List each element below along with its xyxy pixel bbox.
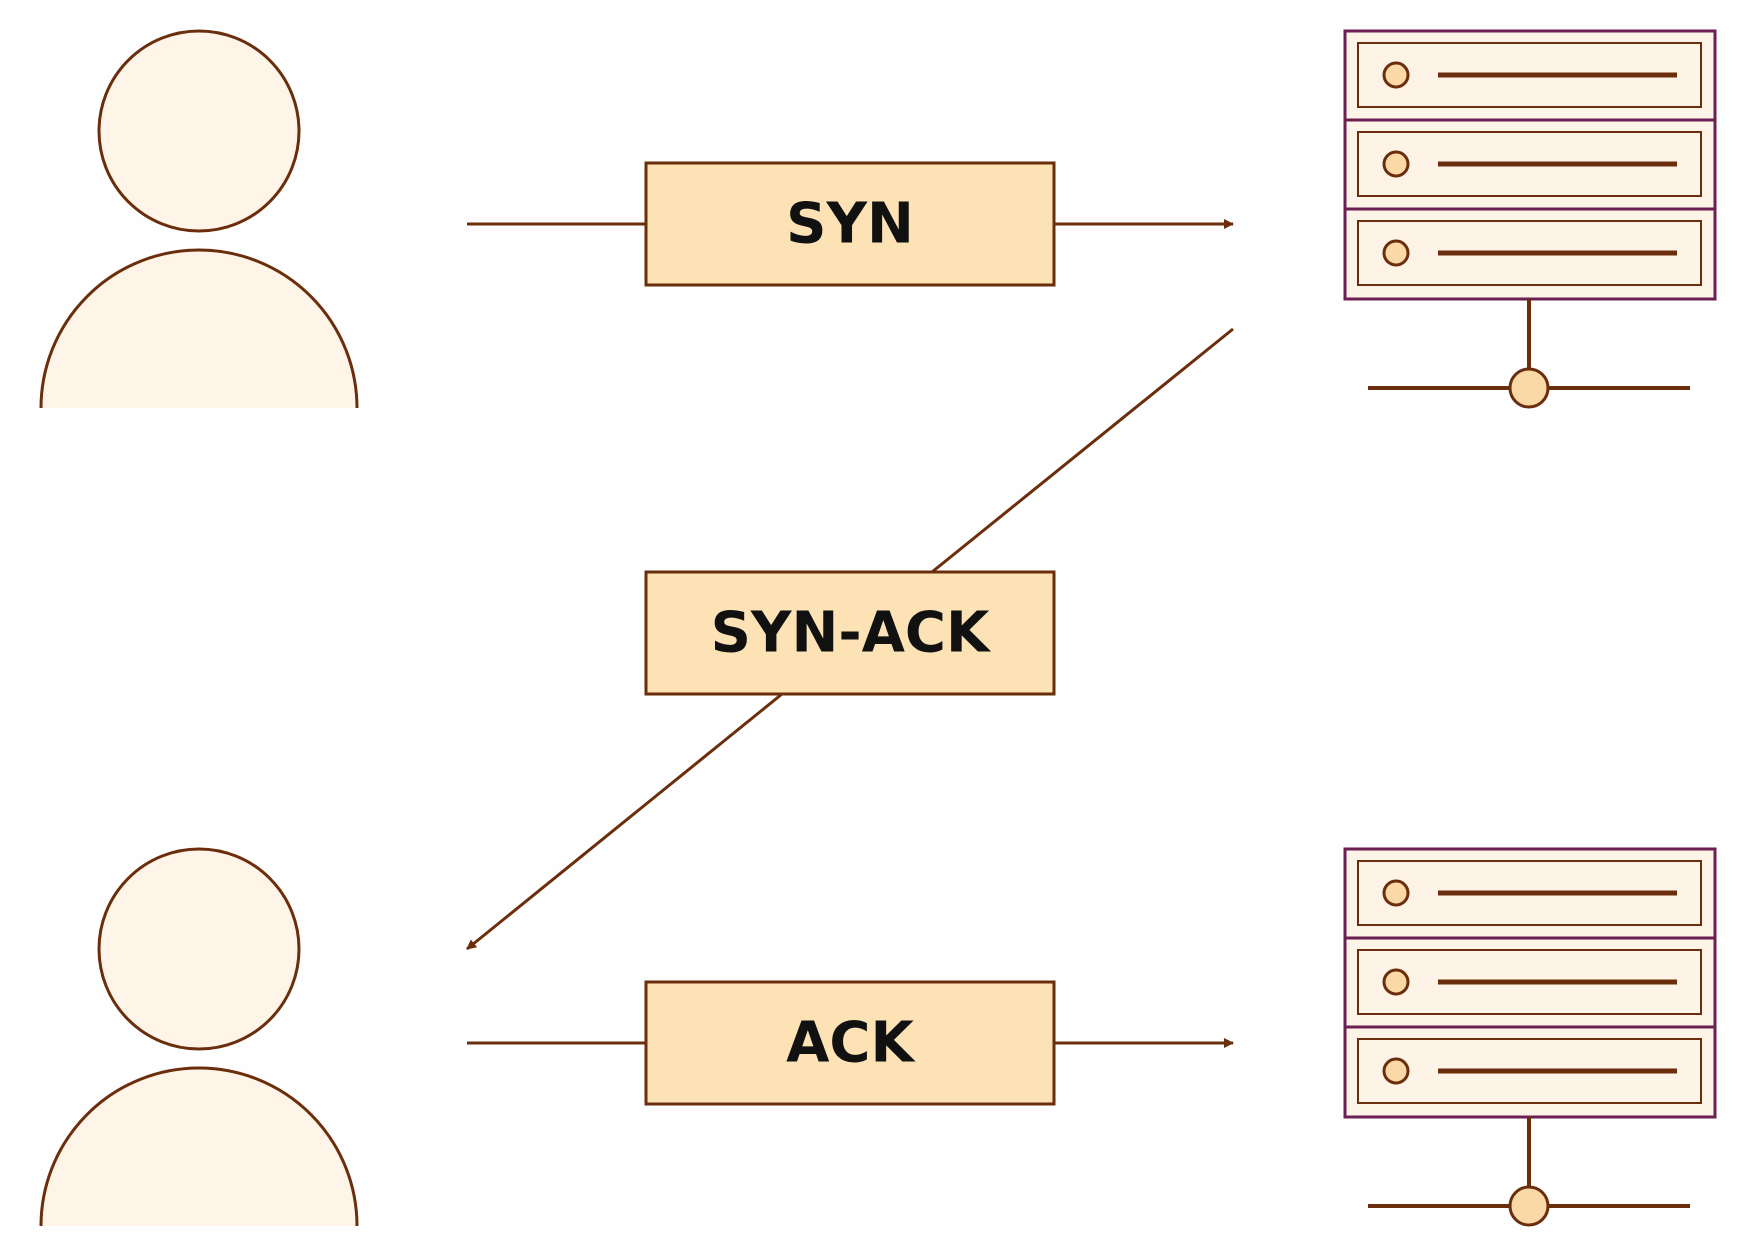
ack-message: ACK	[467, 980, 1234, 1106]
ack-label: ACK	[786, 1011, 916, 1076]
syn-ack-label-box	[644, 570, 1056, 696]
ack-label-box	[644, 980, 1056, 1106]
network-node-icon	[1508, 1185, 1550, 1227]
client-person-icon-bottom	[39, 847, 359, 1227]
server-led-icon	[1382, 879, 1410, 907]
server-led-icon	[1382, 150, 1410, 178]
server-led-icon	[1382, 968, 1410, 996]
server-led-icon	[1382, 1057, 1410, 1085]
server-led-icon	[1382, 239, 1410, 267]
server-led-icon	[1382, 61, 1410, 89]
syn-label-box	[644, 161, 1056, 287]
syn-ack-label: SYN-ACK	[711, 601, 992, 666]
server-rack-icon-bottom	[1343, 847, 1717, 1227]
syn-ack-arrow	[466, 692, 783, 951]
server-rack-icon-top	[1343, 29, 1717, 409]
network-node-icon	[1508, 367, 1550, 409]
syn-label: SYN	[786, 192, 914, 257]
syn-message: SYN	[467, 161, 1234, 287]
syn-ack-connector-line	[931, 327, 1234, 574]
syn-ack-message: SYN-ACK	[466, 327, 1234, 951]
client-person-icon-top	[39, 29, 359, 409]
